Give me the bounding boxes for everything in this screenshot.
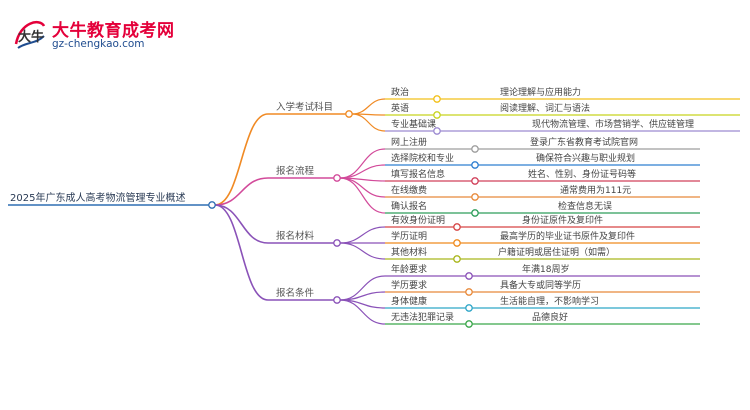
leaf-label-3-3: 品德良好 (532, 311, 568, 323)
child-label-1-2: 填写报名信息 (391, 168, 445, 180)
child-dot-3-2 (465, 304, 473, 312)
child-link-1-4 (339, 177, 386, 214)
child-link-1-0 (339, 148, 386, 179)
child-link-3-3 (339, 299, 386, 325)
branch-label-3: 报名条件 (276, 287, 315, 299)
leaf-label-1-1: 确保符合兴趣与职业规划 (536, 152, 635, 164)
leaf-label-1-2: 姓名、性别、身份证号码等 (528, 168, 636, 180)
child-dot-3-1 (465, 288, 473, 296)
child-dot-0-0 (433, 95, 441, 103)
child-label-3-0: 年龄要求 (391, 263, 427, 275)
child-dot-3-0 (465, 272, 473, 280)
child-dot-1-2 (471, 177, 479, 185)
child-dot-2-0 (453, 223, 461, 231)
leaf-label-2-2: 户籍证明或居住证明（如需） (498, 246, 615, 258)
mindmap-links (8, 98, 740, 325)
child-link-2-2 (339, 242, 386, 260)
branch-label-2: 报名材料 (276, 230, 315, 242)
child-dot-3-3 (465, 320, 473, 328)
leaf-label-1-3: 通常费用为111元 (560, 184, 631, 196)
child-label-1-3: 在线缴费 (391, 184, 427, 196)
child-label-0-0: 政治 (391, 86, 409, 98)
child-dot-2-1 (453, 239, 461, 247)
child-dot-1-1 (471, 161, 479, 169)
branch-dot-3 (333, 296, 341, 304)
leaf-label-2-0: 身份证原件及复印件 (522, 214, 603, 226)
branch-link-1 (214, 177, 269, 206)
leaf-label-1-0: 登录广东省教育考试院官网 (530, 136, 638, 148)
branch-link-0 (214, 113, 269, 206)
child-link-1-1 (339, 164, 386, 179)
child-label-0-2: 专业基础课 (391, 118, 436, 130)
branch-label-0: 入学考试科目 (276, 101, 333, 113)
logo-mark-text: 大牛 (18, 29, 44, 45)
leaf-label-3-2: 生活能自理，不影响学习 (500, 295, 599, 307)
child-label-1-0: 网上注册 (391, 136, 427, 148)
logo-title: 大牛教育成考网 (52, 21, 175, 41)
branch-dot-0 (345, 110, 353, 118)
child-label-0-1: 英语 (391, 102, 409, 114)
child-label-3-3: 无违法犯罪记录 (391, 311, 454, 323)
child-dot-1-4 (471, 209, 479, 217)
child-link-2-0 (339, 226, 386, 244)
child-dot-2-2 (453, 255, 461, 263)
branch-label-1: 报名流程 (276, 165, 315, 177)
child-dot-1-0 (471, 145, 479, 153)
child-dot-1-3 (471, 193, 479, 201)
leaf-label-1-4: 检查信息无误 (558, 200, 612, 212)
child-label-1-1: 选择院校和专业 (391, 152, 454, 164)
child-dot-0-1 (433, 111, 441, 119)
root-dot (208, 201, 216, 209)
child-label-2-1: 学历证明 (391, 230, 427, 242)
child-label-2-2: 其他材料 (391, 246, 427, 258)
child-label-3-2: 身体健康 (391, 295, 427, 307)
logo-subtitle: gz-chengkao.com (52, 38, 145, 50)
root-label: 2025年广东成人高考物流管理专业概述 (10, 191, 185, 204)
child-label-3-1: 学历要求 (391, 279, 427, 291)
child-label-2-0: 有效身份证明 (391, 214, 445, 226)
child-link-0-0 (351, 98, 386, 115)
branch-dot-2 (333, 239, 341, 247)
logo-mark-icon: 大牛 (14, 21, 46, 49)
site-logo: 大牛 大牛教育成考网 gz-chengkao.com (10, 14, 210, 54)
branch-dot-1 (333, 174, 341, 182)
leaf-label-3-0: 年满18周岁 (522, 263, 569, 275)
child-label-1-4: 确认报名 (391, 200, 427, 212)
branch-link-2 (214, 204, 269, 244)
leaf-label-3-1: 具备大专或同等学历 (500, 279, 581, 291)
leaf-label-0-0: 理论理解与应用能力 (500, 86, 581, 98)
leaf-label-2-1: 最高学历的毕业证书原件及复印件 (500, 230, 635, 242)
branch-link-3 (214, 204, 269, 301)
child-link-0-2 (351, 113, 386, 132)
child-dot-0-2 (433, 127, 441, 135)
leaf-label-0-1: 阅读理解、词汇与语法 (500, 102, 590, 114)
leaf-label-0-2: 现代物流管理、市场营销学、供应链管理 (532, 118, 694, 130)
